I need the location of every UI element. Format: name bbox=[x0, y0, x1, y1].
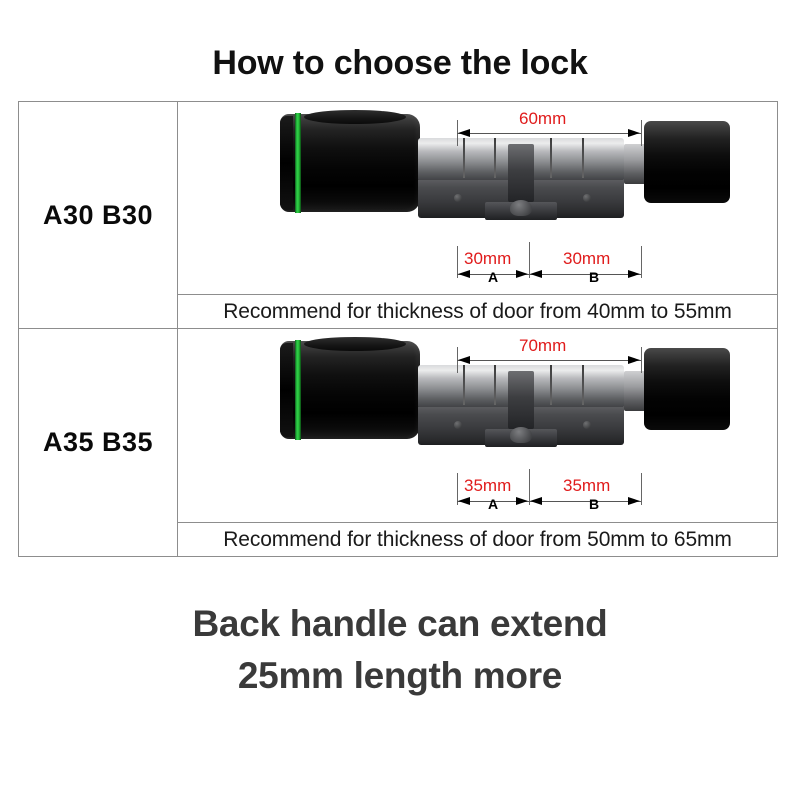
page-title: How to choose the lock bbox=[212, 44, 588, 82]
dim-tick bbox=[457, 246, 458, 278]
screw-hole bbox=[454, 421, 462, 429]
cylinder-groove bbox=[582, 365, 584, 405]
cylinder-groove bbox=[463, 138, 465, 178]
dim-line bbox=[457, 501, 529, 502]
dim-arrow-left bbox=[458, 129, 470, 137]
dim-line bbox=[529, 501, 641, 502]
model-cell: A30 B30 bbox=[19, 102, 178, 328]
cylinder-shaft bbox=[624, 371, 646, 411]
dim-arrow-left bbox=[458, 356, 470, 364]
table-row: A30 B30 bbox=[19, 102, 777, 329]
cam-nub bbox=[510, 200, 532, 216]
dim-tick bbox=[457, 473, 458, 505]
side-b-value: 35mm bbox=[563, 476, 611, 495]
total-length-value: 60mm bbox=[519, 109, 567, 128]
model-cell: A35 B35 bbox=[19, 329, 178, 556]
model-label: A35 B35 bbox=[42, 427, 154, 457]
lock-spec-table: A30 B30 bbox=[18, 101, 778, 557]
lock-illustration: 70mm 35mm A 35mm B bbox=[178, 329, 779, 523]
dim-arrow-right bbox=[516, 497, 528, 505]
cylinder-groove bbox=[582, 138, 584, 178]
footer-line-1: Back handle can extend bbox=[192, 603, 608, 644]
dim-arrow-left bbox=[530, 497, 542, 505]
dim-arrow-left bbox=[530, 270, 542, 278]
green-indicator-stripe bbox=[295, 113, 301, 213]
lock-body-top-highlight bbox=[304, 110, 406, 124]
footer-line-2: 25mm length more bbox=[237, 655, 563, 696]
dim-tick bbox=[641, 473, 642, 505]
dim-arrow-left bbox=[458, 270, 470, 278]
table-row: A35 B35 bbox=[19, 329, 777, 556]
dim-tick bbox=[529, 242, 530, 278]
dim-tick bbox=[641, 246, 642, 278]
dim-arrow-right bbox=[628, 129, 640, 137]
back-handle-knob bbox=[644, 121, 730, 203]
side-a-letter: A bbox=[488, 496, 499, 512]
dim-line bbox=[457, 133, 641, 134]
cylinder-groove bbox=[463, 365, 465, 405]
cam-tab bbox=[508, 371, 534, 429]
dim-arrow-right bbox=[628, 497, 640, 505]
cylinder-groove bbox=[550, 365, 552, 405]
recommendation-text: Recommend for thickness of door from 50m… bbox=[223, 527, 732, 551]
cylinder-groove bbox=[494, 365, 496, 405]
dim-line bbox=[457, 360, 641, 361]
model-label: A30 B30 bbox=[42, 199, 154, 230]
smart-lock-body bbox=[280, 341, 420, 439]
green-indicator-stripe bbox=[295, 340, 301, 440]
diagram-cell: 60mm 30mm A 30mm B bbox=[178, 102, 777, 328]
recommendation-strip: Recommend for thickness of door from 50m… bbox=[178, 522, 777, 556]
cam-nub bbox=[510, 427, 532, 443]
side-a-value: 35mm bbox=[464, 476, 512, 495]
dim-tick bbox=[641, 347, 642, 373]
back-handle-knob bbox=[644, 348, 730, 430]
footer-note: Back handle can extend 25mm length more bbox=[0, 598, 800, 702]
dim-arrow-left bbox=[458, 497, 470, 505]
side-a-letter: A bbox=[488, 269, 499, 285]
dim-tick bbox=[529, 469, 530, 505]
dim-tick bbox=[641, 120, 642, 146]
recommendation-strip: Recommend for thickness of door from 40m… bbox=[178, 294, 777, 328]
dim-line bbox=[529, 274, 641, 275]
dim-line bbox=[457, 274, 529, 275]
side-b-letter: B bbox=[589, 269, 600, 285]
cylinder-shaft bbox=[624, 144, 646, 184]
cylinder-groove bbox=[550, 138, 552, 178]
diagram-cell: 70mm 35mm A 35mm B bbox=[178, 329, 777, 556]
lock-illustration: 60mm 30mm A 30mm B bbox=[178, 102, 779, 296]
smart-lock-body bbox=[280, 114, 420, 212]
side-b-letter: B bbox=[589, 496, 600, 512]
cylinder-groove bbox=[494, 138, 496, 178]
screw-hole bbox=[583, 421, 591, 429]
side-a-value: 30mm bbox=[464, 249, 512, 268]
dim-arrow-right bbox=[516, 270, 528, 278]
dim-arrow-right bbox=[628, 356, 640, 364]
lock-body-top-highlight bbox=[304, 337, 406, 351]
total-length-value: 70mm bbox=[519, 336, 567, 355]
lock-body-end-cap bbox=[280, 116, 293, 210]
lock-body-end-cap bbox=[280, 343, 293, 437]
dim-arrow-right bbox=[628, 270, 640, 278]
screw-hole bbox=[454, 194, 462, 202]
cam-tab bbox=[508, 144, 534, 202]
screw-hole bbox=[583, 194, 591, 202]
recommendation-text: Recommend for thickness of door from 40m… bbox=[223, 299, 732, 323]
side-b-value: 30mm bbox=[563, 249, 611, 268]
